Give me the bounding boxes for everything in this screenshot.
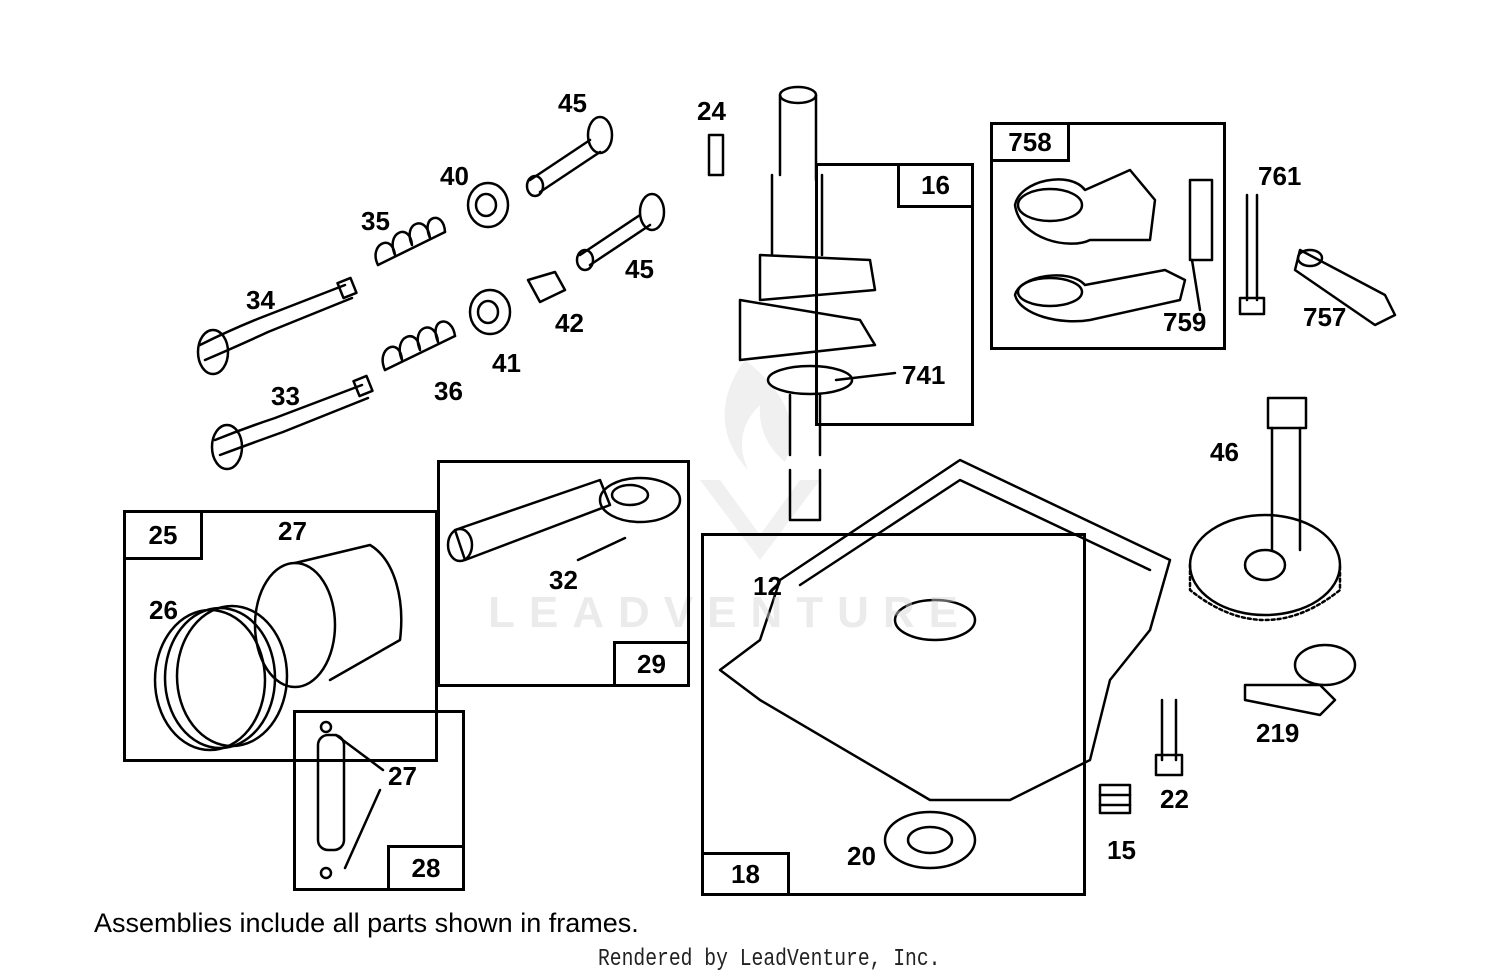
- frame-wrist-pin: [293, 710, 465, 891]
- assemblies-note: Assemblies include all parts shown in fr…: [94, 908, 639, 938]
- oil-seal-20: [883, 810, 977, 870]
- callout-45-upper: 45: [558, 88, 587, 118]
- callout-761: 761: [1258, 161, 1302, 191]
- leader-759: [1190, 258, 1202, 312]
- connecting-rod-32: [446, 476, 682, 563]
- watermark-text: LEADVENTURE: [488, 588, 973, 637]
- frame-tag-29: 29: [613, 641, 690, 687]
- frame-balancer: [990, 122, 1226, 350]
- link-757: [1293, 248, 1397, 327]
- balancer-758: [1013, 168, 1214, 323]
- crankshaft-key-24: [707, 133, 725, 177]
- frame-tag-28: 28: [387, 845, 465, 891]
- callout-15: 15: [1107, 835, 1136, 865]
- callout-32: 32: [549, 565, 578, 595]
- tappet-45-upper: [525, 115, 614, 198]
- crankshaft-741: [738, 85, 877, 522]
- valve-spring-35: [374, 216, 447, 267]
- callout-41: 41: [492, 348, 521, 378]
- callout-741: 741: [902, 360, 946, 390]
- frame-tag-18: 18: [701, 852, 790, 896]
- callout-757: 757: [1303, 302, 1347, 332]
- sump-12: [718, 458, 1172, 802]
- render-credit: Rendered by LeadVenture, Inc.: [598, 946, 941, 973]
- intake-valve: [210, 374, 374, 471]
- tappet-45-lower: [575, 192, 666, 272]
- callout-12: 12: [753, 571, 782, 601]
- callout-24: 24: [697, 96, 726, 126]
- governor-219: [1243, 643, 1357, 717]
- bolt-22: [1154, 698, 1184, 777]
- callout-219: 219: [1256, 718, 1300, 748]
- valve-retainer-40: [466, 181, 510, 229]
- callout-46: 46: [1210, 437, 1239, 467]
- exhaust-valve: [196, 276, 358, 376]
- callout-27-pin: 27: [388, 761, 417, 791]
- callout-27-piston: 27: [278, 516, 307, 546]
- bolt-761: [1238, 193, 1266, 316]
- callout-45-lower: 45: [625, 254, 654, 284]
- frame-connecting-rod: [437, 460, 690, 687]
- callout-22: 22: [1160, 784, 1189, 814]
- valve-retainer-41: [468, 288, 512, 336]
- wrist-pin-28: [316, 720, 346, 880]
- frame-crankshaft: [815, 163, 974, 426]
- callout-26: 26: [149, 595, 178, 625]
- callout-40: 40: [440, 161, 469, 191]
- callout-34: 34: [246, 285, 275, 315]
- leader-27-bottom: [343, 788, 382, 870]
- valve-spring-36: [381, 320, 457, 372]
- callout-33: 33: [271, 381, 300, 411]
- camshaft-46: [1188, 396, 1342, 622]
- valve-keeper-42: [526, 270, 567, 304]
- leadventure-flame-logo: [700, 360, 820, 560]
- frame-tag-758: 758: [990, 122, 1070, 162]
- callout-36: 36: [434, 376, 463, 406]
- leader-27-top: [334, 733, 385, 772]
- frame-piston: [123, 510, 438, 762]
- callout-759: 759: [1163, 307, 1207, 337]
- plug-15: [1098, 783, 1132, 815]
- callout-20: 20: [847, 841, 876, 871]
- frame-sump: [701, 533, 1086, 896]
- piston-rings-26: [153, 604, 289, 752]
- frame-tag-25: 25: [123, 510, 203, 560]
- callout-42: 42: [555, 308, 584, 338]
- callout-35: 35: [361, 206, 390, 236]
- frame-tag-16: 16: [897, 163, 974, 208]
- leader-741: [834, 371, 897, 382]
- leader-32: [576, 536, 627, 562]
